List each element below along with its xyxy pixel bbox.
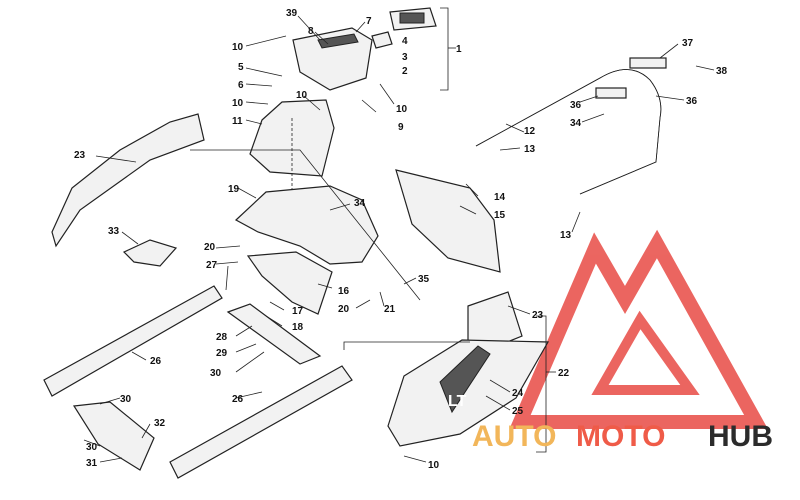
callout-24: 24 — [512, 388, 524, 399]
watermark-auto: AUTO — [472, 420, 556, 453]
callout-31: 31 — [86, 458, 98, 469]
tail-light-housing — [292, 27, 373, 91]
callout-20b: 20 — [338, 304, 350, 315]
rear-fender-tray — [234, 185, 379, 265]
callout-9: 9 — [398, 122, 404, 133]
upper-rail — [43, 285, 223, 397]
callout-2: 2 — [402, 66, 408, 77]
side-panel — [395, 169, 501, 273]
callout-27: 27 — [206, 260, 218, 271]
callout-19: 19 — [228, 184, 240, 195]
handle-bracket-37 — [629, 57, 667, 69]
callout-36b: 36 — [686, 96, 698, 107]
grab-handle-outline — [475, 69, 662, 195]
decal-strip — [439, 345, 491, 414]
callout-36a: 36 — [570, 100, 582, 111]
watermark-triangle — [509, 229, 768, 429]
callout-30b: 30 — [120, 394, 132, 405]
callout-12: 12 — [524, 126, 536, 137]
grab-handle-fill — [475, 69, 662, 195]
handle-bracket-36 — [595, 87, 627, 99]
decal-text: LT — [448, 393, 467, 410]
callout-29: 29 — [216, 348, 228, 359]
callout-4: 4 — [402, 36, 408, 47]
callout-8: 8 — [308, 26, 314, 37]
callout-38: 38 — [716, 66, 728, 77]
callout-30c: 30 — [86, 442, 98, 453]
callout-26a: 26 — [150, 356, 162, 367]
watermark-wordmark: AUTO MOTO HUB — [472, 420, 773, 453]
callout-25: 25 — [512, 406, 524, 417]
callout-labels: 1 2 3 4 5 6 7 8 9 10 10 10 10 10 11 12 1… — [74, 8, 728, 471]
callout-10a: 10 — [232, 42, 244, 53]
mud-flap — [246, 251, 333, 315]
side-panel-lower — [387, 339, 550, 447]
leader-lines — [83, 7, 715, 463]
callout-10c: 10 — [296, 90, 308, 101]
callout-13a: 13 — [524, 144, 536, 155]
callout-15: 15 — [494, 210, 506, 221]
tail-light-grille — [317, 33, 359, 49]
callout-21: 21 — [384, 304, 396, 315]
rail-bracket-28 — [226, 303, 322, 365]
watermark-inner-triangle — [591, 310, 700, 395]
callout-23b: 23 — [532, 310, 544, 321]
rubber-pad — [122, 239, 178, 267]
watermark-hub: HUB — [708, 420, 773, 453]
callout-6: 6 — [238, 80, 244, 91]
tail-light-socket — [371, 31, 393, 49]
tail-light-assembly — [292, 7, 437, 91]
callout-34b: 34 — [570, 118, 582, 129]
callout-18: 18 — [292, 322, 304, 333]
callout-33: 33 — [108, 226, 120, 237]
left-side-skirt — [51, 113, 205, 248]
callout-10e: 10 — [428, 460, 440, 471]
watermark-logo — [509, 229, 768, 429]
callout-17: 17 — [292, 306, 304, 317]
callout-23a: 23 — [74, 150, 86, 161]
callout-11: 11 — [232, 116, 243, 127]
callout-20a: 20 — [204, 242, 216, 253]
watermark-moto: MOTO — [576, 420, 665, 453]
callout-13b: 13 — [560, 230, 572, 241]
callout-32: 32 — [154, 418, 166, 429]
tail-light-bulb-housing — [399, 12, 425, 24]
callout-34a: 34 — [354, 198, 366, 209]
callout-3: 3 — [402, 52, 408, 63]
callout-5: 5 — [238, 62, 244, 73]
lower-rail — [169, 365, 353, 479]
callout-28: 28 — [216, 332, 228, 343]
callout-10b: 10 — [232, 98, 244, 109]
callout-37: 37 — [682, 38, 694, 49]
callout-1: 1 — [456, 44, 462, 55]
callout-26b: 26 — [232, 394, 244, 405]
callout-10d: 10 — [396, 104, 408, 115]
callout-35: 35 — [418, 274, 430, 285]
callout-22: 22 — [558, 368, 570, 379]
callout-14: 14 — [494, 192, 506, 203]
callout-30a: 30 — [210, 368, 222, 379]
callout-7: 7 — [366, 16, 372, 27]
callout-39: 39 — [286, 8, 298, 19]
callout-16: 16 — [338, 286, 350, 297]
